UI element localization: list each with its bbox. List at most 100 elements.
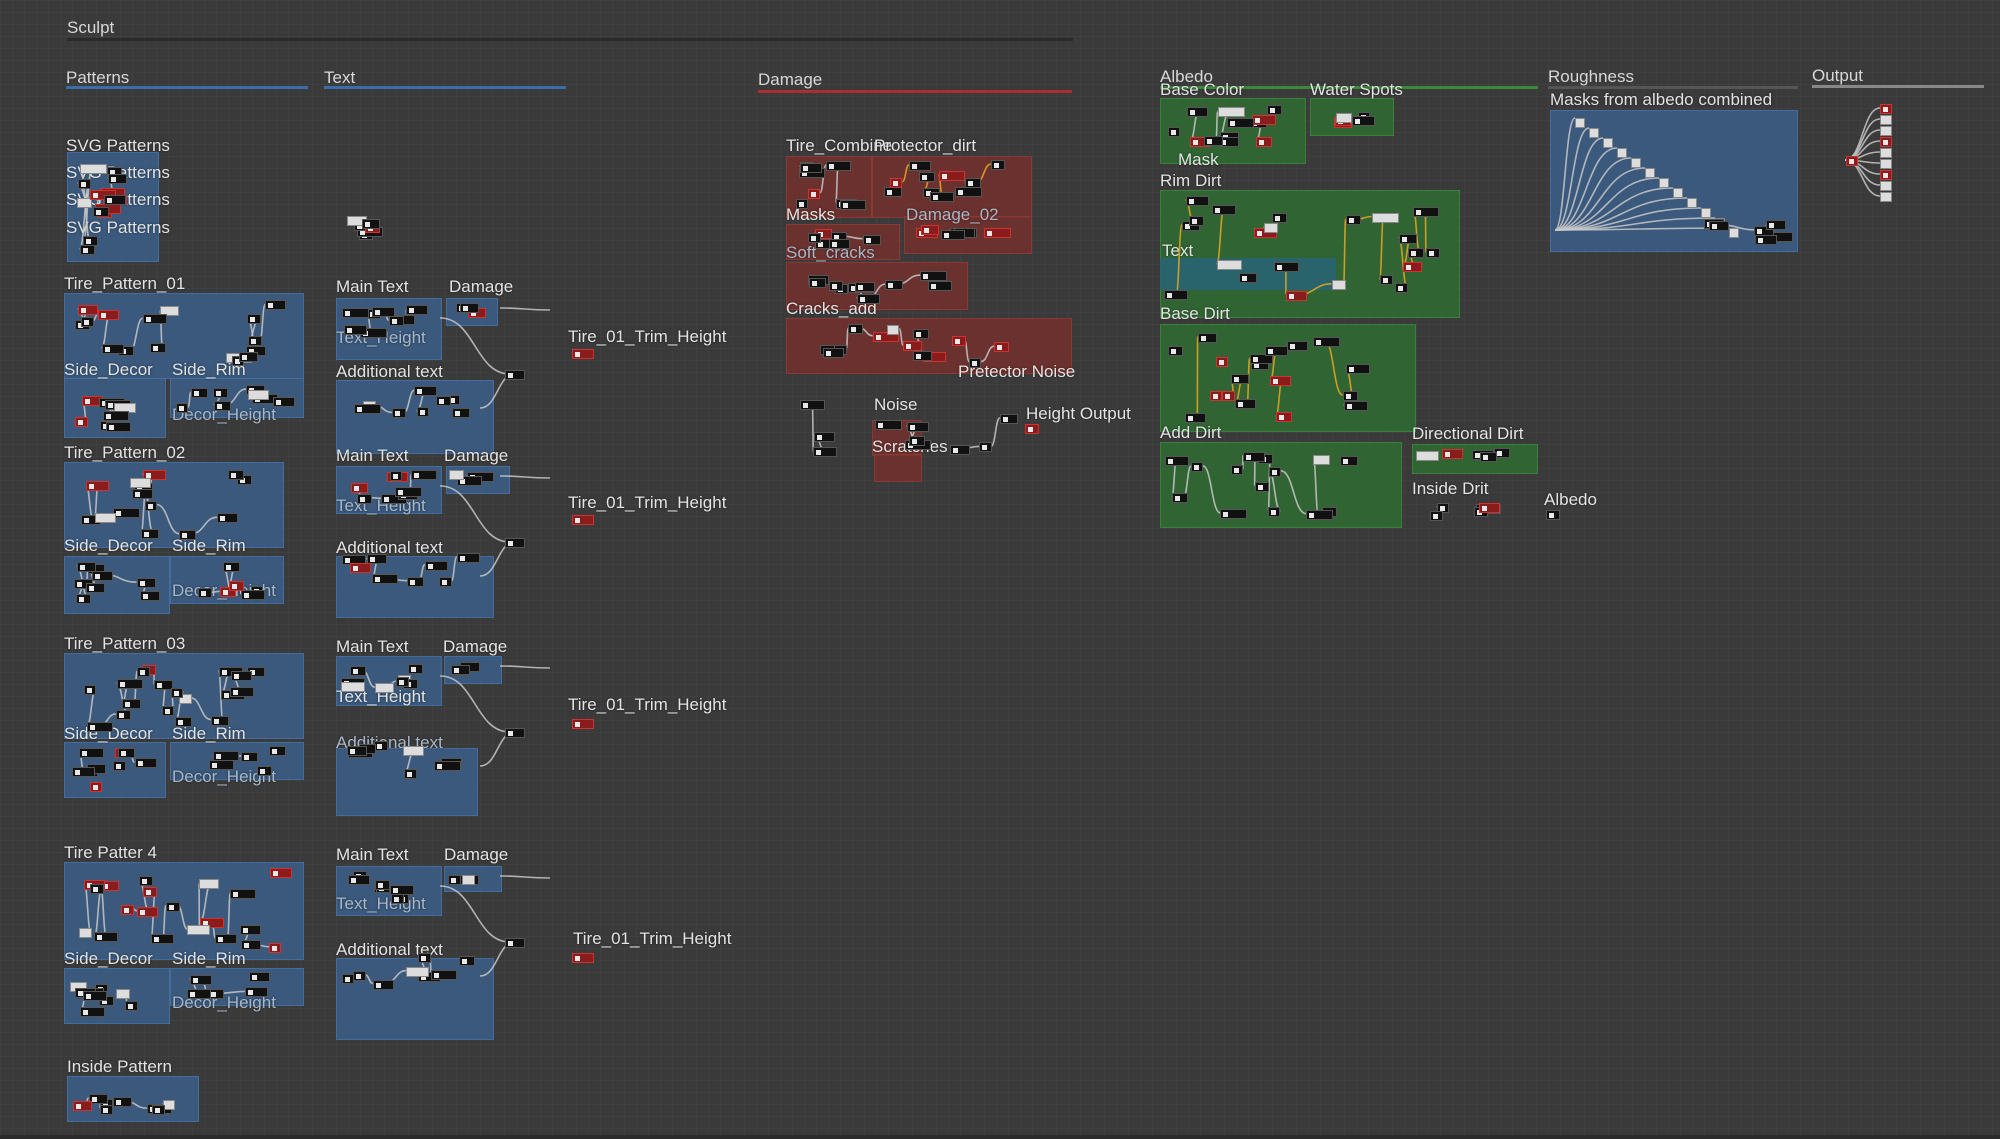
node-port[interactable]: [575, 956, 580, 961]
graph-node[interactable]: [80, 1007, 106, 1018]
node-port[interactable]: [143, 594, 149, 600]
node-port[interactable]: [1193, 464, 1199, 470]
graph-node[interactable]: [1478, 502, 1500, 513]
graph-node[interactable]: [1263, 222, 1278, 233]
graph-node[interactable]: [1343, 401, 1368, 411]
graph-node[interactable]: [79, 748, 105, 759]
graph-node[interactable]: [505, 538, 525, 548]
node-port[interactable]: [912, 163, 917, 169]
node-port[interactable]: [76, 581, 82, 587]
node-port[interactable]: [829, 164, 835, 170]
graph-node[interactable]: [120, 904, 134, 915]
node-port[interactable]: [102, 401, 107, 407]
node-port[interactable]: [375, 982, 381, 988]
graph-node[interactable]: [129, 478, 151, 489]
node-port[interactable]: [1002, 416, 1008, 422]
node-port[interactable]: [811, 191, 817, 197]
graph-node[interactable]: [241, 751, 259, 762]
node-port[interactable]: [888, 283, 894, 289]
node-port[interactable]: [1483, 454, 1489, 460]
graph-node[interactable]: [456, 552, 480, 563]
node-port[interactable]: [1257, 484, 1263, 490]
graph-node[interactable]: [1436, 502, 1449, 513]
node-port[interactable]: [218, 937, 224, 943]
graph-node[interactable]: [230, 687, 255, 698]
graph-node[interactable]: [1273, 262, 1299, 273]
graph-node[interactable]: [1880, 126, 1892, 136]
node-port[interactable]: [231, 472, 237, 478]
node-port[interactable]: [102, 999, 108, 1005]
graph-node[interactable]: [402, 746, 424, 757]
node-port[interactable]: [408, 308, 414, 314]
graph-node[interactable]: [247, 314, 262, 325]
node-port[interactable]: [817, 434, 823, 440]
node-port[interactable]: [1189, 110, 1195, 116]
node-port[interactable]: [88, 586, 94, 592]
graph-node[interactable]: [909, 160, 931, 171]
graph-node[interactable]: [829, 238, 851, 249]
graph-node[interactable]: [347, 875, 370, 886]
node-port[interactable]: [86, 994, 92, 1000]
node-port[interactable]: [462, 958, 468, 964]
section-output[interactable]: Output: [1812, 66, 1864, 85]
node-port[interactable]: [145, 473, 151, 479]
node-port[interactable]: [1220, 139, 1226, 145]
graph-node[interactable]: [913, 351, 933, 362]
node-port[interactable]: [139, 581, 145, 587]
node-port[interactable]: [450, 397, 456, 403]
graph-node[interactable]: [122, 699, 142, 710]
node-port[interactable]: [356, 223, 362, 229]
node-port[interactable]: [106, 197, 112, 203]
graph-node[interactable]: [350, 666, 367, 677]
graph-node[interactable]: [855, 281, 876, 292]
graph-node[interactable]: [848, 324, 864, 335]
node-port[interactable]: [826, 350, 832, 356]
node-port[interactable]: [455, 411, 461, 417]
node-port[interactable]: [77, 323, 83, 329]
graph-node[interactable]: [151, 1105, 165, 1116]
node-port[interactable]: [213, 718, 219, 724]
graph-node[interactable]: [1659, 178, 1669, 188]
node-port[interactable]: [911, 439, 917, 445]
node-port[interactable]: [215, 753, 221, 759]
node-port[interactable]: [893, 180, 899, 186]
node-port[interactable]: [153, 937, 159, 943]
graph-node[interactable]: [87, 721, 114, 732]
node-port[interactable]: [394, 897, 400, 903]
node-port[interactable]: [357, 407, 363, 413]
add-dirt-frame[interactable]: [1160, 442, 1402, 528]
node-port[interactable]: [244, 592, 250, 598]
node-port[interactable]: [109, 169, 115, 175]
graph-node[interactable]: [241, 940, 262, 951]
graph-node[interactable]: [159, 305, 179, 316]
graph-node[interactable]: [100, 1104, 114, 1115]
graph-node[interactable]: [107, 173, 127, 184]
node-port[interactable]: [147, 503, 153, 509]
node-port[interactable]: [350, 878, 356, 884]
graph-node[interactable]: [77, 305, 98, 316]
node-port[interactable]: [244, 943, 250, 949]
node-port[interactable]: [190, 992, 196, 998]
node-port[interactable]: [353, 565, 359, 571]
graph-node[interactable]: [354, 404, 382, 415]
node-port[interactable]: [877, 422, 883, 428]
graph-node[interactable]: [1312, 336, 1340, 347]
node-port[interactable]: [82, 751, 88, 757]
graph-node[interactable]: [86, 481, 110, 492]
node-port[interactable]: [508, 731, 513, 736]
node-port[interactable]: [233, 690, 239, 696]
node-port[interactable]: [1229, 121, 1235, 127]
graph-node[interactable]: [457, 475, 483, 486]
graph-node[interactable]: [341, 307, 369, 318]
graph-node[interactable]: [1164, 290, 1189, 301]
node-port[interactable]: [420, 975, 426, 981]
node-port[interactable]: [1549, 513, 1554, 518]
node-port[interactable]: [833, 235, 839, 241]
graph-node[interactable]: [374, 683, 394, 694]
section-text[interactable]: Text: [324, 68, 356, 87]
graph-node[interactable]: [1425, 247, 1440, 258]
graph-node[interactable]: [1336, 113, 1353, 124]
graph-node[interactable]: [361, 219, 380, 230]
graph-node[interactable]: [1415, 450, 1439, 461]
graph-node[interactable]: [906, 421, 929, 432]
